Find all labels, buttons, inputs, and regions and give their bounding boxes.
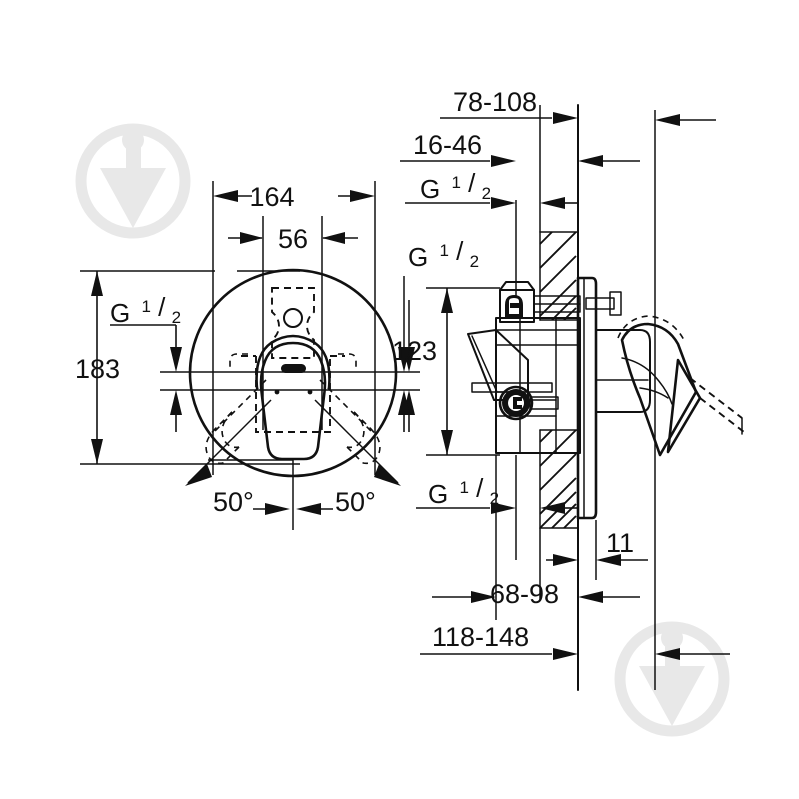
thread-slash: / [158,292,166,322]
thread-label-top-right: G 1 / 2 [420,164,491,204]
thread-numerator: 1 [141,297,150,316]
thread-label-mid-right: G 1 / 2 [408,232,479,272]
dim-label-50-left: 50° [213,487,254,517]
dim-label-16-46: 16-46 [413,130,482,160]
dim-label-123: 123 [392,336,437,366]
dim-label-11: 11 [606,528,634,558]
svg-text:G 1 /: G 1 / 2 [420,164,491,204]
dim-label-118-148: 118-148 [432,622,529,652]
dim-label-183: 183 [75,354,120,384]
watermark-bottom-right [614,621,730,737]
dim-label-68-98: 68-98 [490,579,559,609]
dim-label-164: 164 [249,182,294,212]
svg-text:G 1 /: G 1 / 2 [428,469,499,509]
thread-label-bottom-right: G 1 / 2 [428,469,499,509]
front-view-geometry [80,181,420,530]
dim-label-56: 56 [278,224,308,254]
svg-text:G 1 /: G 1 / 2 [110,288,181,328]
side-view-geometry [398,104,745,691]
svg-text:G 1 /: G 1 / 2 [408,232,479,272]
thread-label-front-left: G 1 / 2 [110,288,181,328]
watermark-top-left [75,123,191,239]
wall-hatch-lower [539,429,577,529]
dim-label-50-right: 50° [335,487,376,517]
thread-denominator: 2 [172,308,181,327]
thread-letter: G [110,298,130,328]
wall-hatch-upper [539,231,577,321]
dim-label-78-108: 78-108 [453,87,537,117]
